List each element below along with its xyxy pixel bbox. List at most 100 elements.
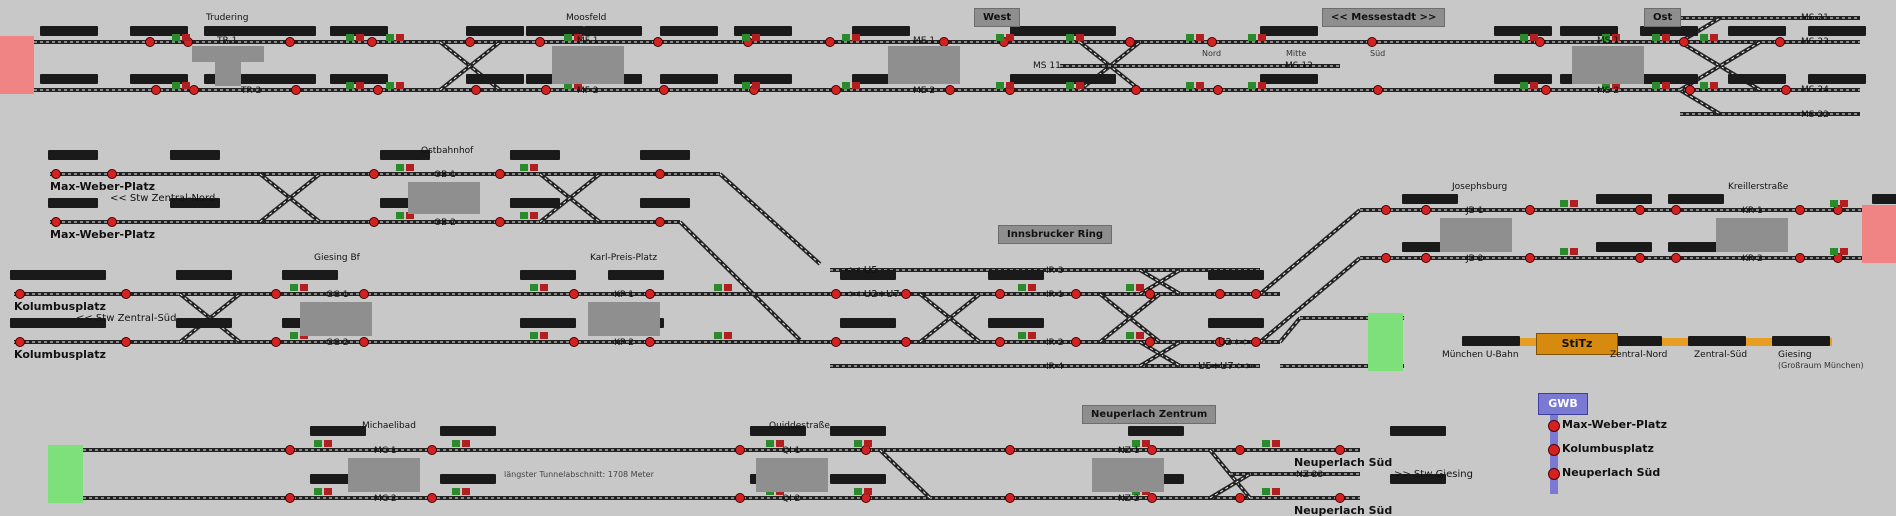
platform-nz1[interactable]: NZ 1 xyxy=(1118,446,1140,456)
signal-icon[interactable] xyxy=(1635,253,1645,263)
signal-icon[interactable] xyxy=(1071,289,1081,299)
signal-icon[interactable] xyxy=(1775,37,1785,47)
platform-ms1[interactable]: MS 1 xyxy=(1597,36,1620,46)
signal-icon[interactable] xyxy=(1145,337,1155,347)
platform-mc1[interactable]: MC 1 xyxy=(374,446,397,456)
direction-stw-zentral-sued[interactable]: << Stw Zentral-Süd xyxy=(76,313,177,324)
gwb-button-0[interactable] xyxy=(1548,420,1560,432)
direction-u2-right[interactable]: U2 >> xyxy=(1218,337,1252,348)
signal-icon[interactable] xyxy=(655,217,665,227)
signal-icon[interactable] xyxy=(1795,253,1805,263)
signal-icon[interactable] xyxy=(1541,85,1551,95)
signal-icon[interactable] xyxy=(831,337,841,347)
signal-icon[interactable] xyxy=(373,85,383,95)
signal-icon[interactable] xyxy=(831,85,841,95)
signal-icon[interactable] xyxy=(1335,445,1345,455)
signal-icon[interactable] xyxy=(107,169,117,179)
signal-icon[interactable] xyxy=(285,445,295,455)
switch-track[interactable] xyxy=(878,448,932,500)
signal-icon[interactable] xyxy=(1795,205,1805,215)
platform-nz2[interactable]: NZ 2 xyxy=(1118,494,1140,504)
signal-icon[interactable] xyxy=(1251,289,1261,299)
signal-icon[interactable] xyxy=(107,217,117,227)
link-giesing[interactable]: Giesing xyxy=(1778,350,1812,360)
signal-icon[interactable] xyxy=(735,445,745,455)
platform-nz23[interactable]: NZ 23 xyxy=(1296,470,1324,480)
platform-ms21[interactable]: MS 21 xyxy=(1801,13,1829,23)
platform-mc2[interactable]: MC 2 xyxy=(374,494,397,504)
signal-icon[interactable] xyxy=(995,289,1005,299)
platform-ir1[interactable]: IR 1 xyxy=(1046,290,1064,300)
gwb-header[interactable]: GWB xyxy=(1538,393,1588,415)
signal-icon[interactable] xyxy=(1213,85,1223,95)
platform-me2[interactable]: ME 2 xyxy=(913,86,936,96)
signal-icon[interactable] xyxy=(1671,253,1681,263)
signal-icon[interactable] xyxy=(1071,337,1081,347)
signal-icon[interactable] xyxy=(655,169,665,179)
signal-icon[interactable] xyxy=(1131,85,1141,95)
signal-icon[interactable] xyxy=(465,37,475,47)
platform-gg1[interactable]: GG 1 xyxy=(326,290,349,300)
signal-icon[interactable] xyxy=(1215,289,1225,299)
signal-icon[interactable] xyxy=(189,85,199,95)
signal-icon[interactable] xyxy=(1381,205,1391,215)
region-messestadt[interactable]: << Messestadt >> xyxy=(1322,8,1446,27)
signal-icon[interactable] xyxy=(145,37,155,47)
link-zentral-nord[interactable]: Zentral-Nord xyxy=(1610,350,1668,360)
signal-icon[interactable] xyxy=(1005,493,1015,503)
signal-icon[interactable] xyxy=(1335,493,1345,503)
platform-qi1[interactable]: QI 1 xyxy=(782,446,801,456)
platform-ir4[interactable]: IR 4 xyxy=(1046,362,1064,372)
crossing-max-weber-platz-2[interactable]: Max-Weber-Platz xyxy=(50,228,155,241)
signal-icon[interactable] xyxy=(1251,337,1261,347)
signal-icon[interactable] xyxy=(1421,205,1431,215)
signal-icon[interactable] xyxy=(541,85,551,95)
direction-u5u7-right[interactable]: U5+U7 >> xyxy=(1198,361,1254,372)
stitz-box[interactable]: StiTz xyxy=(1536,333,1618,355)
platform-mf1[interactable]: MF 1 xyxy=(577,36,599,46)
signal-icon[interactable] xyxy=(1525,205,1535,215)
signal-icon[interactable] xyxy=(1005,445,1015,455)
signal-icon[interactable] xyxy=(495,217,505,227)
signal-icon[interactable] xyxy=(995,337,1005,347)
signal-icon[interactable] xyxy=(1685,85,1695,95)
signal-icon[interactable] xyxy=(825,37,835,47)
signal-icon[interactable] xyxy=(645,337,655,347)
signal-icon[interactable] xyxy=(735,493,745,503)
region-neuperlach-zentrum[interactable]: Neuperlach Zentrum xyxy=(1082,405,1217,424)
signal-icon[interactable] xyxy=(1635,205,1645,215)
signal-icon[interactable] xyxy=(271,337,281,347)
signal-icon[interactable] xyxy=(831,289,841,299)
signal-icon[interactable] xyxy=(51,169,61,179)
platform-ms2[interactable]: MS 2 xyxy=(1597,86,1620,96)
crossing-kolumbusplatz-2[interactable]: Kolumbusplatz xyxy=(14,348,106,361)
crossing-kolumbusplatz-1[interactable]: Kolumbusplatz xyxy=(14,300,106,313)
platform-kp2[interactable]: KP 2 xyxy=(614,338,634,348)
signal-icon[interactable] xyxy=(15,337,25,347)
platform-me1[interactable]: ME 1 xyxy=(913,36,936,46)
signal-icon[interactable] xyxy=(1215,337,1225,347)
signal-icon[interactable] xyxy=(1147,493,1157,503)
platform-gg2[interactable]: GG 2 xyxy=(326,338,349,348)
signal-icon[interactable] xyxy=(367,37,377,47)
signal-icon[interactable] xyxy=(1421,253,1431,263)
signal-icon[interactable] xyxy=(285,493,295,503)
signal-icon[interactable] xyxy=(1235,445,1245,455)
region-ost[interactable]: Ost xyxy=(1644,8,1682,27)
signal-icon[interactable] xyxy=(569,289,579,299)
platform-kr1[interactable]: KR 1 xyxy=(1742,206,1763,216)
signal-icon[interactable] xyxy=(945,85,955,95)
direction-stw-zentral-nord[interactable]: << Stw Zentral-Nord xyxy=(110,193,216,204)
signal-icon[interactable] xyxy=(1235,493,1245,503)
platform-ms24[interactable]: MS 24 xyxy=(1801,85,1829,95)
region-west[interactable]: West xyxy=(974,8,1021,27)
signal-icon[interactable] xyxy=(369,169,379,179)
signal-icon[interactable] xyxy=(1373,85,1383,95)
crossing-neuperlach-sued-1[interactable]: Neuperlach Süd xyxy=(1294,456,1393,469)
platform-mf2[interactable]: MF 2 xyxy=(577,86,599,96)
platform-kr2[interactable]: KR 2 xyxy=(1742,254,1763,264)
signal-icon[interactable] xyxy=(659,85,669,95)
link-zentral-sued[interactable]: Zentral-Süd xyxy=(1694,350,1748,360)
signal-icon[interactable] xyxy=(151,85,161,95)
gwb-button-2[interactable] xyxy=(1548,468,1560,480)
